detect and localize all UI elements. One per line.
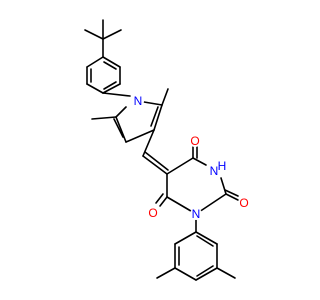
bond (196, 265, 214, 277)
imide-nitrogen-label: N (210, 164, 219, 178)
bond (192, 157, 207, 166)
bond (166, 157, 194, 175)
lower-nitrogen-label: N (192, 207, 201, 221)
bond (224, 189, 239, 197)
bond (216, 267, 236, 279)
bond (102, 92, 131, 97)
bond (155, 193, 164, 204)
bond (195, 231, 218, 245)
bond (125, 129, 155, 143)
pyrrole-nitrogen-label: N (134, 94, 143, 108)
bond (86, 83, 104, 94)
bond (159, 196, 168, 207)
bond (115, 106, 127, 118)
bond (103, 81, 117, 90)
bond (144, 151, 169, 171)
bond (174, 231, 197, 245)
left-oxygen-label: O (148, 206, 157, 220)
bond (86, 56, 104, 68)
bond (102, 56, 121, 68)
bond (113, 118, 124, 138)
bond (225, 193, 239, 201)
molecule-structure-diagram: N N H N O O O (84, 19, 250, 281)
bond (102, 29, 122, 40)
bond (220, 177, 227, 195)
bond (115, 116, 127, 143)
atom-labels: N N H N O O O (132, 94, 250, 221)
upper-phenyl-ring (86, 56, 131, 97)
tert-butyl-group (84, 19, 122, 58)
exocyclic-linker (142, 129, 169, 175)
pyrrole-ring (91, 88, 169, 143)
bond (150, 106, 159, 127)
bond (142, 155, 168, 175)
lower-phenyl-ring (156, 231, 236, 281)
bond (91, 116, 117, 120)
right-oxygen-label: O (239, 196, 248, 210)
imide-hydrogen-label: H (218, 159, 227, 173)
bond (84, 29, 104, 40)
bond (156, 267, 176, 279)
bond (195, 267, 218, 281)
bond (196, 235, 214, 247)
bond (174, 267, 197, 281)
bond (153, 104, 163, 131)
bond (195, 193, 227, 215)
top-oxygen-label: O (190, 134, 199, 148)
bond (161, 88, 169, 106)
bond (103, 61, 117, 70)
bond (102, 83, 121, 94)
